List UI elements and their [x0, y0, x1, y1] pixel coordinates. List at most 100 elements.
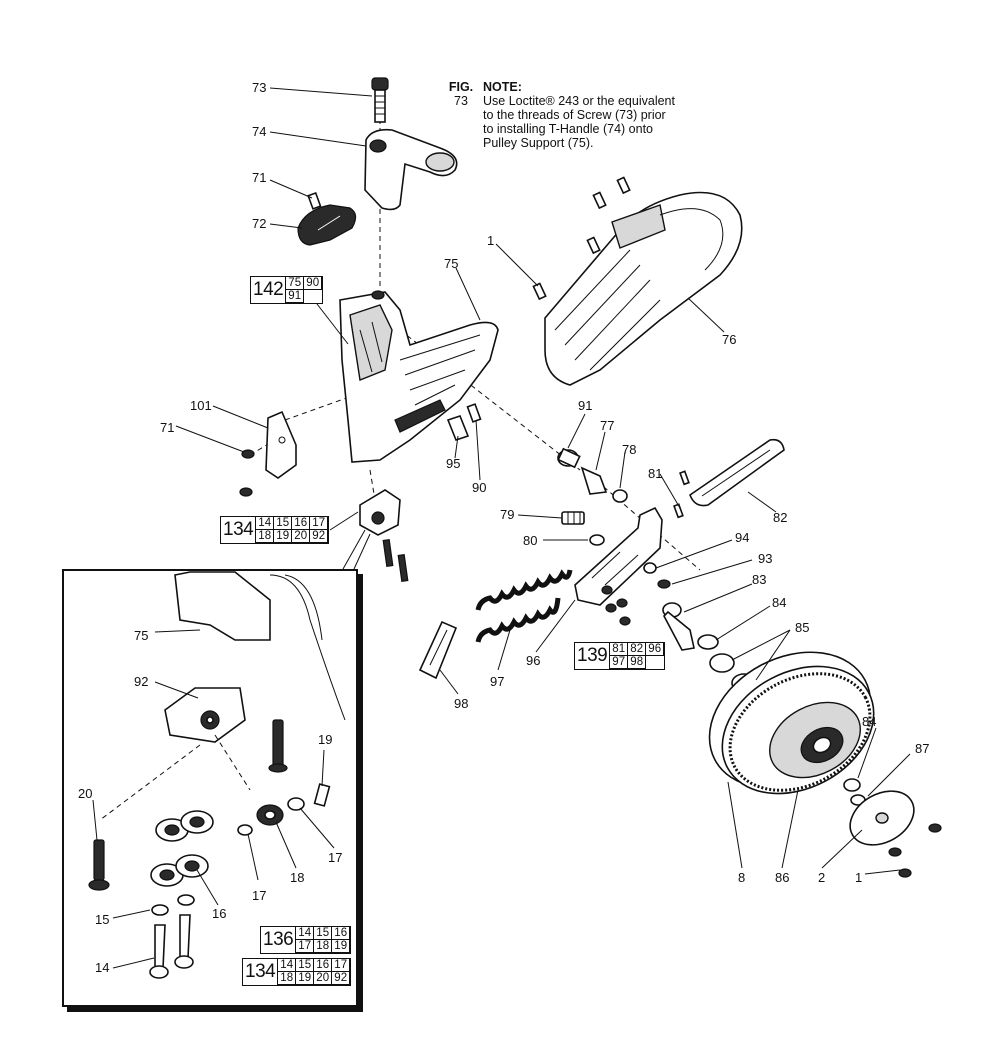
kit-part: 19: [274, 530, 293, 543]
kit-number: 136: [261, 927, 297, 953]
spring-97: [475, 569, 573, 643]
kit-box-139: 139 81 82 96 97 98: [574, 642, 666, 670]
kit-part: 20: [314, 972, 333, 985]
callout-77: 77: [600, 418, 614, 433]
kit-part: 92: [332, 972, 351, 985]
inset-pointer: [342, 529, 371, 570]
figure-number: FIG. 73: [444, 80, 478, 108]
callout-83: 83: [752, 572, 766, 587]
kit-box-136: 136 14 15 16 17 18 19: [260, 926, 352, 954]
kit-part: 19: [296, 972, 315, 985]
callout-74: 74: [252, 124, 266, 139]
t-handle-74: [364, 128, 458, 211]
shaft-83: [662, 602, 695, 651]
kit-part: 75: [286, 277, 305, 290]
bracket-assembly-134: [359, 489, 409, 582]
kit-part: 17: [332, 959, 351, 972]
kit-number: 134: [221, 517, 257, 543]
screw-73: [371, 77, 389, 123]
kit-part: 16: [314, 959, 333, 972]
note-line-3: to installing T-Handle (74) onto: [483, 122, 654, 136]
washer-80: [589, 534, 605, 546]
note-title: NOTE:: [483, 80, 522, 94]
bushing-78: [612, 489, 628, 503]
inset-callout-17-right: 17: [328, 850, 342, 865]
kit-part: 90: [304, 277, 323, 290]
kit-part: 16: [292, 517, 311, 530]
callout-87: 87: [915, 741, 929, 756]
callout-79: 79: [500, 507, 514, 522]
washer-94: [643, 562, 657, 574]
inset-detail-frame: [62, 569, 358, 1007]
callout-2: 2: [818, 870, 825, 885]
kit-part: 14: [278, 959, 297, 972]
plate-101: [265, 410, 297, 479]
inset-callout-19: 19: [318, 732, 332, 747]
kit-part: 18: [314, 940, 333, 953]
screw-71-lower: [239, 449, 255, 497]
callout-101: 101: [190, 398, 212, 413]
callout-91: 91: [578, 398, 592, 413]
callout-75: 75: [444, 256, 458, 271]
inset-callout-17-left: 17: [252, 888, 266, 903]
inset-callout-20: 20: [78, 786, 92, 801]
callout-94: 94: [735, 530, 749, 545]
figure-word: FIG.: [448, 80, 474, 94]
kit-part: 82: [628, 643, 647, 656]
leader-lines: [92, 87, 911, 969]
kit-part: 18: [256, 530, 275, 543]
kit-part: 96: [646, 643, 665, 656]
kit-part: 15: [296, 959, 315, 972]
callout-84-washer: 84: [772, 595, 786, 610]
callout-82: 82: [773, 510, 787, 525]
kit-number: 134: [243, 959, 279, 985]
figure-number-value: 73: [454, 94, 468, 108]
kit-part: 19: [332, 940, 351, 953]
screw-71-top: [307, 191, 322, 210]
bracket-96: [574, 506, 663, 606]
kit-part: 17: [296, 940, 315, 953]
plate-98: [418, 620, 458, 680]
kit-part: 14: [296, 927, 315, 940]
callout-90: 90: [472, 480, 486, 495]
pulley-support-75: [339, 290, 499, 463]
callout-labels: 73 74 71 72 1 75 76 101 71 91 77 78 95 9…: [78, 80, 929, 975]
callout-71-top: 71: [252, 170, 266, 185]
inset-callout-75: 75: [134, 628, 148, 643]
inset-callout-16: 16: [212, 906, 226, 921]
callout-80: 80: [523, 533, 537, 548]
kit-box-134-main: 134 14 15 16 17 18 19 20 92: [220, 516, 330, 544]
inset-callout-18: 18: [290, 870, 304, 885]
callout-97: 97: [490, 674, 504, 689]
callout-1-cover: 1: [855, 870, 862, 885]
callout-95: 95: [446, 456, 460, 471]
kit-part: 20: [292, 530, 311, 543]
callout-78: 78: [622, 442, 636, 457]
callout-76: 76: [722, 332, 736, 347]
callout-1-guard: 1: [487, 233, 494, 248]
kit-part: 92: [310, 530, 329, 543]
callout-84-cover: 84: [862, 714, 876, 729]
kit-box-142: 142 75 90 91: [250, 276, 324, 304]
callout-81: 81: [648, 466, 662, 481]
note-body: NOTE: Use Loctite® 243 or the equivalent…: [483, 80, 743, 150]
callout-8: 8: [738, 870, 745, 885]
callout-71-lower: 71: [160, 420, 174, 435]
kit-part: 18: [278, 972, 297, 985]
bolt-79: [561, 511, 585, 525]
inset-callout-15: 15: [95, 912, 109, 927]
kit-part: 91: [286, 290, 305, 303]
bushing-91: [557, 447, 581, 469]
washer-84: [697, 634, 719, 650]
note-line-1: Use Loctite® 243 or the equivalent: [483, 94, 675, 108]
callout-73: 73: [252, 80, 266, 95]
guard-screws: [532, 176, 631, 301]
callout-72: 72: [252, 216, 266, 231]
pin-81: [673, 470, 690, 519]
inset-detail-parts: [88, 571, 346, 979]
callout-96: 96: [526, 653, 540, 668]
callout-93: 93: [758, 551, 772, 566]
kit-part: 15: [274, 517, 293, 530]
kit-part: 14: [256, 517, 275, 530]
